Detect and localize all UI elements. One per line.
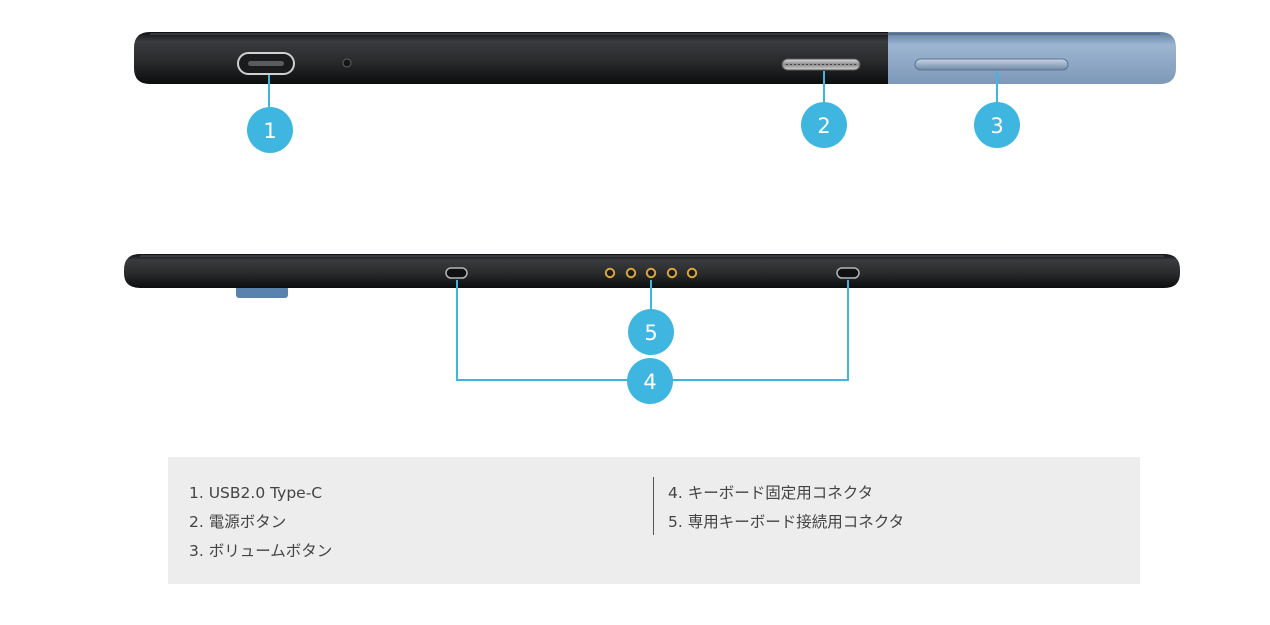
marker-5-number: 5 — [644, 321, 657, 345]
pogo-pins — [604, 267, 698, 279]
fixing-connector-right — [836, 267, 860, 279]
marker-2: 2 — [801, 102, 847, 148]
legend-right-column: 4. キーボード固定用コネクタ 5. 専用キーボード接続用コネクタ — [668, 479, 904, 537]
pogo-pin — [604, 267, 616, 279]
tablet-edge-diagram: 1 2 3 5 — [124, 32, 1180, 404]
pogo-pin — [686, 267, 698, 279]
legend-item-power-button: 2. 電源ボタン — [189, 513, 287, 531]
legend-panel: 1. USB2.0 Type-C 2. 電源ボタン 3. ボリュームボタン 4.… — [168, 457, 1140, 584]
bottom-edge-view: 5 4 — [124, 254, 1180, 404]
pogo-pin — [625, 267, 637, 279]
volume-button — [914, 58, 1069, 71]
microphone-hole — [342, 58, 352, 68]
cover-tab — [236, 286, 288, 298]
pogo-pin — [645, 267, 657, 279]
legend-item-usb: 1. USB2.0 Type-C — [189, 484, 323, 502]
marker-4-number: 4 — [643, 370, 656, 394]
legend-left-column: 1. USB2.0 Type-C 2. 電源ボタン 3. ボリュームボタン — [189, 479, 332, 566]
fixing-connector-left — [445, 267, 468, 279]
tablet-top-edge-cover — [888, 32, 1176, 84]
marker-3-number: 3 — [990, 114, 1003, 138]
marker-2-number: 2 — [817, 114, 830, 138]
marker-1: 1 — [247, 107, 293, 153]
legend-divider — [653, 477, 654, 535]
top-edge-view: 1 2 3 — [134, 32, 1176, 153]
pogo-pin — [666, 267, 678, 279]
marker-5: 5 — [628, 309, 674, 355]
marker-4: 4 — [627, 358, 673, 404]
legend-item-keyboard-connection-connector: 5. 専用キーボード接続用コネクタ — [668, 513, 905, 531]
legend-item-volume-button: 3. ボリュームボタン — [189, 542, 333, 560]
marker-3: 3 — [974, 102, 1020, 148]
marker-1-number: 1 — [263, 119, 276, 143]
legend-item-keyboard-fixing-connector: 4. キーボード固定用コネクタ — [668, 484, 874, 502]
tablet-top-edge-body — [134, 32, 888, 84]
power-button — [781, 58, 861, 71]
